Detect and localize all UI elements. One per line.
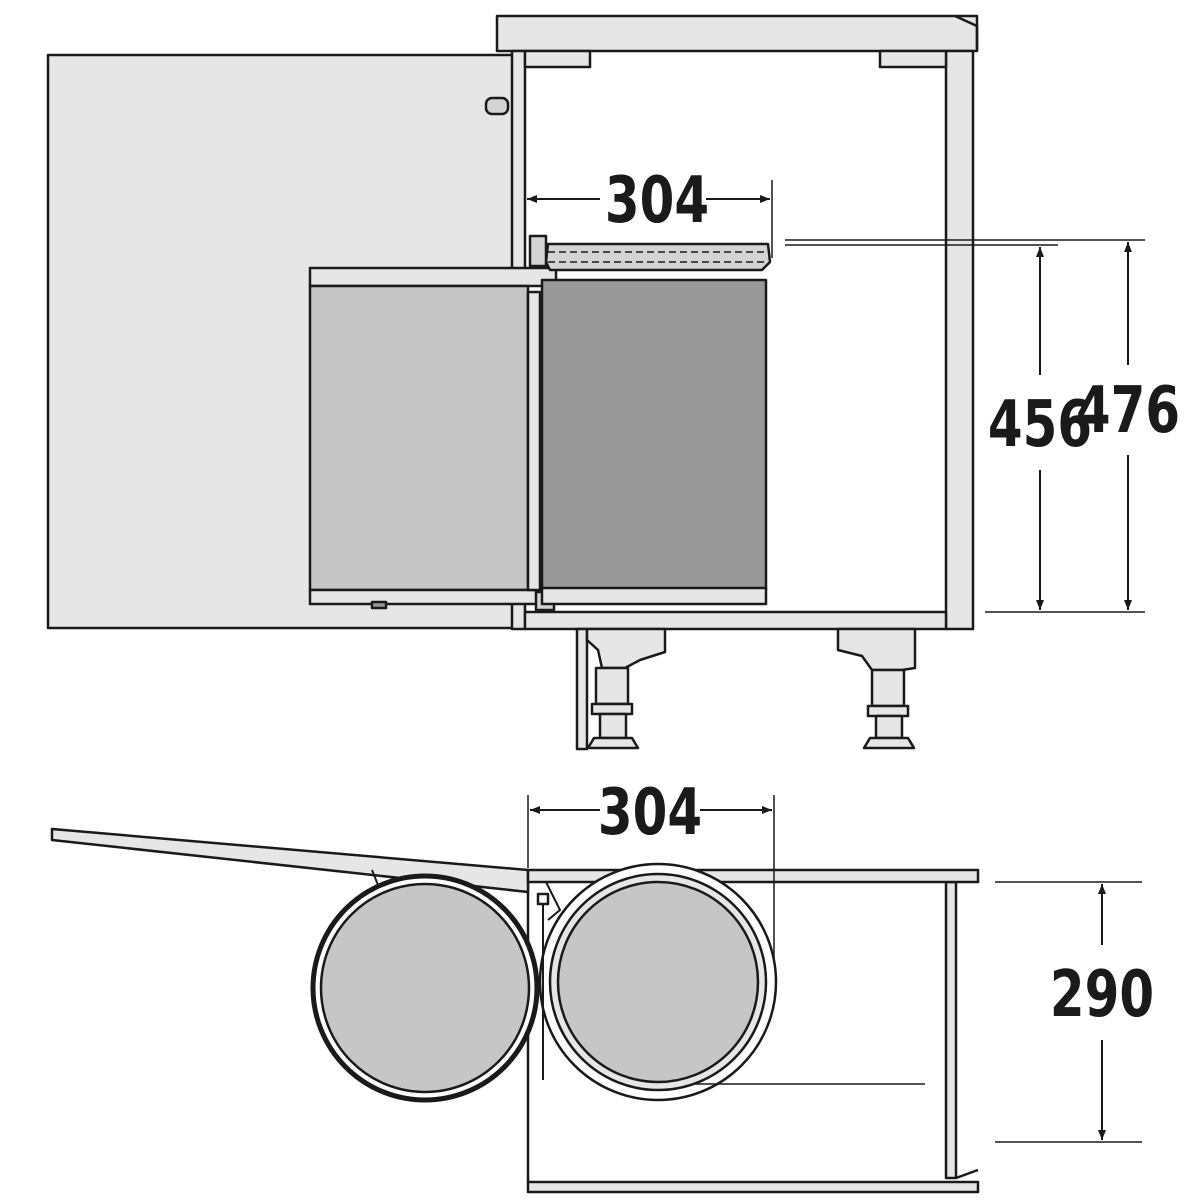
inner-bin: [540, 278, 768, 592]
dim-side-width: [527, 180, 773, 258]
side-view: [46, 14, 1145, 751]
dim-plan-width: [527, 795, 775, 960]
label-plan-width: 304: [598, 775, 702, 850]
plan-view: [50, 795, 1142, 1194]
cabinet-floor: [523, 610, 948, 631]
label-outer-height: 476: [1076, 373, 1180, 448]
plan-cabinet-side: [944, 880, 958, 1180]
top-block-right: [878, 49, 948, 69]
door-knob: [484, 96, 510, 116]
frame-bottom-rail: [308, 588, 556, 606]
bin-lid: [544, 242, 772, 272]
countertop: [495, 14, 979, 53]
plan-countertop: [526, 868, 980, 884]
outer-bin: [308, 284, 530, 592]
frame-foot: [370, 600, 388, 610]
lid-hinge: [528, 234, 548, 268]
dim-plan-depth: [692, 881, 1142, 1143]
plan-bin-right: [556, 880, 760, 1084]
frame-top-rail: [308, 266, 558, 288]
label-plan-depth: 290: [1050, 957, 1154, 1032]
inner-bin-base: [540, 586, 768, 606]
frame-bracket: [526, 290, 542, 592]
top-block-left: [523, 49, 592, 69]
cabinet-leg-right: [836, 627, 917, 750]
label-side-width: 304: [605, 163, 709, 238]
cabinet-right-wall: [944, 49, 975, 631]
plan-bin-left: [319, 882, 531, 1094]
label-inner-height: 456: [988, 387, 1092, 462]
cabinet-leg-left: [575, 627, 667, 751]
plan-cabinet-back: [526, 1180, 980, 1194]
